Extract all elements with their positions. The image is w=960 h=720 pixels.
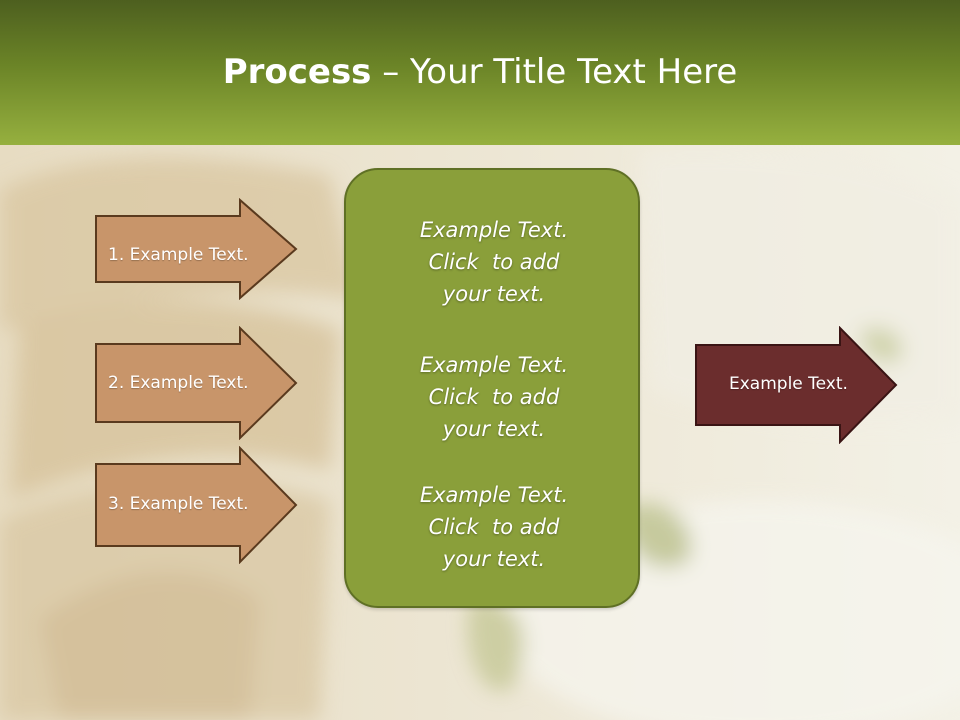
center-paragraph-2: Example Text. Click to add your text. [346, 349, 642, 445]
title-bold-text: Process [222, 52, 372, 92]
center-paragraph-1-line-3: your text. [442, 282, 546, 306]
center-paragraph-3-line-1: Example Text. [419, 483, 569, 507]
step-2-label: 2. Example Text. [108, 373, 249, 393]
step-3-arrow[interactable] [94, 446, 300, 564]
center-paragraph-1-line-1: Example Text. [419, 218, 569, 242]
step-3-label: 3. Example Text. [108, 494, 249, 514]
step-2-arrow[interactable] [94, 326, 300, 440]
center-paragraph-2-line-2: Click to add [428, 385, 560, 409]
center-paragraph-3: Example Text. Click to add your text. [346, 479, 642, 575]
result-label: Example Text. [729, 374, 848, 394]
slide-title[interactable]: Process – Your Title Text Here [0, 52, 960, 92]
title-bar: Process – Your Title Text Here [0, 0, 960, 145]
center-paragraph-2-line-3: your text. [442, 417, 546, 441]
center-text-box[interactable]: Example Text. Click to add your text. Ex… [344, 168, 640, 608]
title-rest-text: – Your Title Text Here [371, 52, 738, 92]
step-1-label: 1. Example Text. [108, 245, 249, 265]
center-paragraph-3-line-3: your text. [442, 547, 546, 571]
center-paragraph-1-line-2: Click to add [428, 250, 560, 274]
center-paragraph-1: Example Text. Click to add your text. [346, 214, 642, 310]
center-paragraph-3-line-2: Click to add [428, 515, 560, 539]
center-paragraph-2-line-1: Example Text. [419, 353, 569, 377]
step-1-arrow[interactable] [94, 198, 300, 300]
result-arrow[interactable] [694, 326, 900, 444]
